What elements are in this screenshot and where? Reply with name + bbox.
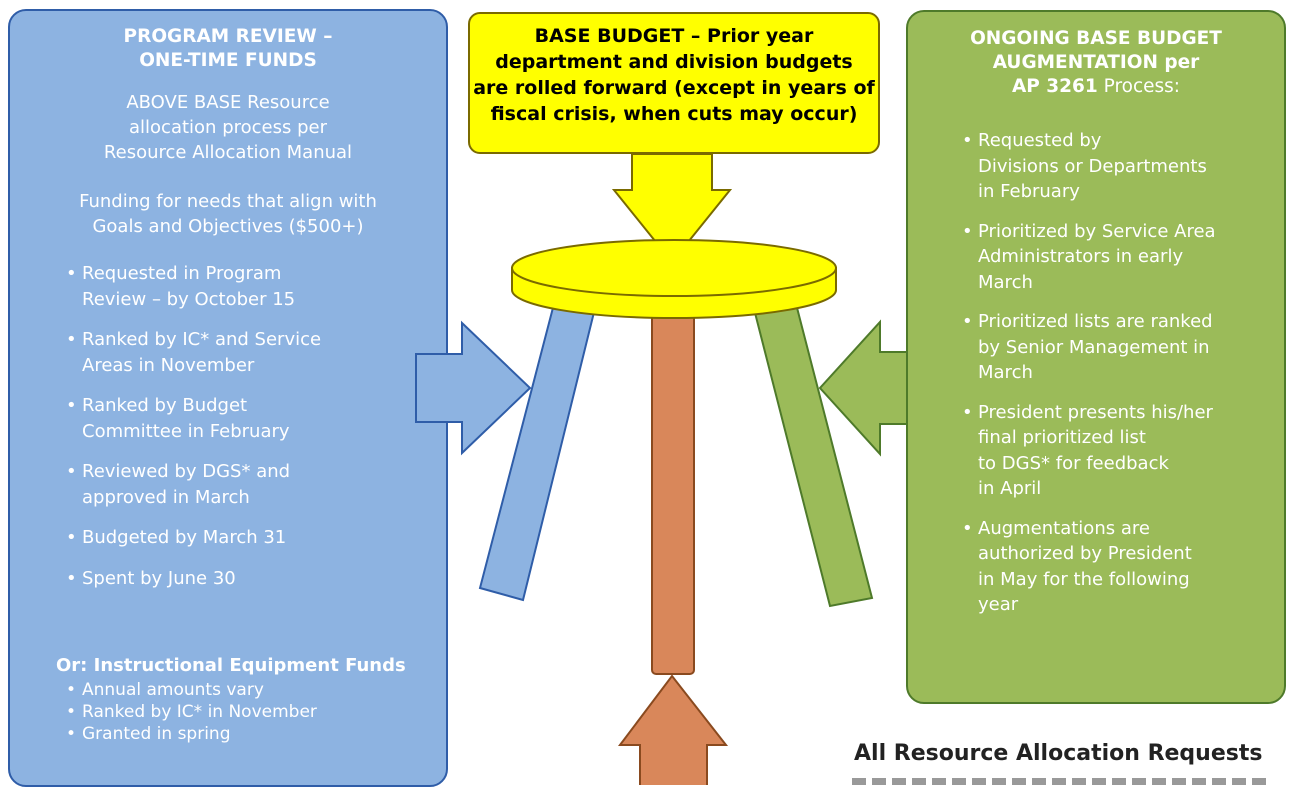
list-item: Ranked by IC* in November xyxy=(60,701,430,723)
instructional-equipment-heading: Or: Instructional Equipment Funds xyxy=(56,655,406,676)
list-item-line: Spent by June 30 xyxy=(82,567,236,589)
text-fragment: Process: xyxy=(1097,76,1181,97)
list-item-line: in February xyxy=(978,181,1080,202)
list-item-line: Requested in Program xyxy=(82,263,282,284)
base-budget-label: BASE BUDGET xyxy=(534,25,685,47)
list-item-line: Ranked by IC* in November xyxy=(82,702,317,722)
list-item: Budgeted by March 31 xyxy=(60,525,430,551)
text-line: department and division budgets xyxy=(495,51,853,73)
list-item-line: March xyxy=(978,362,1033,383)
list-item-line: in April xyxy=(978,478,1042,499)
stool-seat-top xyxy=(511,239,837,297)
list-item-line: President presents his/her xyxy=(978,401,1213,423)
down-arrow-icon xyxy=(611,153,733,264)
list-item-line: Ranked by IC* and Service xyxy=(82,329,322,350)
orange-stool-leg xyxy=(651,299,695,675)
instructional-equipment-list: Annual amounts varyRanked by IC* in Nove… xyxy=(60,679,430,745)
above-base-description: ABOVE BASE Resource allocation process p… xyxy=(10,90,446,165)
list-item-line: authorized by President xyxy=(978,543,1192,564)
text-line: Goals and Objectives ($500+) xyxy=(92,216,364,237)
title-line: PROGRAM REVIEW – xyxy=(123,26,333,47)
list-item-line: Annual amounts vary xyxy=(82,680,264,700)
list-item-line: in May for the following xyxy=(978,568,1190,590)
list-item-line: Reviewed by DGS* and xyxy=(82,461,291,482)
list-item-line: March xyxy=(978,271,1033,293)
list-item: Requested by Divisions or Departments in F… xyxy=(956,128,1274,205)
bottom-note: All Resource Allocation Requests xyxy=(854,741,1263,766)
text-line: are rolled forward (except in years of xyxy=(473,77,875,99)
title-line: ONGOING BASE BUDGET xyxy=(970,28,1222,49)
list-item: President presents his/her final prioriti… xyxy=(956,400,1274,502)
list-item-line: by Senior Management in xyxy=(978,336,1210,358)
list-item-line: Requested by xyxy=(978,130,1102,151)
left-arrow-icon xyxy=(818,319,909,457)
list-item: Augmentations are authorized by President… xyxy=(956,516,1274,618)
text-line: BASE BUDGET – Prior year xyxy=(470,23,878,49)
funding-description: Funding for needs that align with Goals … xyxy=(10,189,446,239)
list-item-line: Augmentations are xyxy=(978,517,1150,539)
list-item-line: to DGS* for feedback xyxy=(978,452,1169,474)
list-item: Prioritized lists are ranked by Senior Ma… xyxy=(956,309,1274,386)
cropped-text-line xyxy=(852,778,1272,785)
augmentation-steps: Requested by Divisions or Departments in F… xyxy=(956,128,1274,632)
augmentation-title: ONGOING BASE BUDGET AUGMENTATION per AP … xyxy=(908,27,1284,99)
list-item-line: Budgeted by March 31 xyxy=(82,527,287,548)
ap-reference: AP 3261 xyxy=(1011,76,1098,97)
list-item: Spent by June 30 xyxy=(60,566,430,592)
right-arrow-icon xyxy=(415,320,532,456)
list-item-line: Areas in November xyxy=(82,354,255,376)
program-review-panel: PROGRAM REVIEW – ONE-TIME FUNDS ABOVE BA… xyxy=(8,9,448,787)
list-item-line: Administrators in early xyxy=(978,246,1184,267)
program-review-title: PROGRAM REVIEW – ONE-TIME FUNDS xyxy=(10,25,446,73)
title-line: AP 3261 Process: xyxy=(908,75,1284,99)
list-item-line: Divisions or Departments xyxy=(978,155,1207,177)
list-item-line: Committee in February xyxy=(82,420,290,442)
blue-stool-leg xyxy=(478,299,599,602)
text-line: allocation process per xyxy=(129,117,327,138)
title-line: AUGMENTATION per xyxy=(992,52,1200,73)
list-item-line: Granted in spring xyxy=(82,724,231,744)
list-item: Prioritized by Service AreaAdministrator… xyxy=(956,219,1274,296)
text-line: fiscal crisis, when cuts may occur) xyxy=(490,103,858,125)
base-budget-box: BASE BUDGET – Prior year department and … xyxy=(468,12,880,154)
title-line: ONE-TIME FUNDS xyxy=(139,50,317,71)
green-stool-leg xyxy=(751,298,874,608)
list-item: Granted in spring xyxy=(60,723,430,745)
list-item-line: Ranked by Budget xyxy=(82,395,248,416)
text-fragment: – Prior year xyxy=(684,25,814,47)
list-item-line: Review – by October 15 xyxy=(82,288,296,310)
text-line: Resource Allocation Manual xyxy=(103,142,353,163)
ongoing-augmentation-panel: ONGOING BASE BUDGET AUGMENTATION per AP … xyxy=(906,10,1286,704)
text-line: ABOVE BASE Resource xyxy=(126,92,330,113)
list-item-line: year xyxy=(978,594,1019,615)
list-item-line: approved in March xyxy=(82,486,250,508)
list-item: Reviewed by DGS* and approved in March xyxy=(60,459,430,510)
list-item-line: final prioritized list xyxy=(978,427,1146,448)
text-line: Funding for needs that align with xyxy=(79,191,377,212)
list-item: Annual amounts vary xyxy=(60,679,430,701)
up-arrow-icon xyxy=(617,674,729,785)
list-item-line: Prioritized lists are ranked xyxy=(978,311,1213,332)
list-item-line: Prioritized by Service Area xyxy=(978,220,1216,242)
